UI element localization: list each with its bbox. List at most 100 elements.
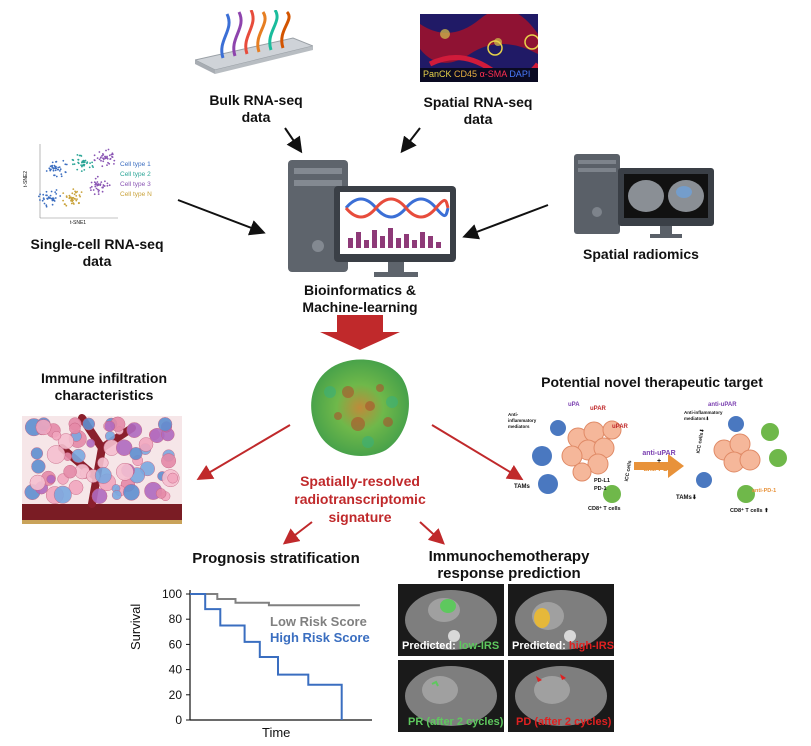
label-signature: Spatially-resolved radiotranscriptomic s… [294, 473, 426, 525]
tsne-dot [101, 154, 103, 157]
therapy-tams-after: TAMs⬇ [676, 495, 697, 501]
immune-cell [115, 439, 133, 456]
tsne-dot [100, 159, 102, 162]
km-ytick-label: 80 [169, 612, 183, 626]
tsne-dot [39, 199, 41, 201]
tsne-dot [75, 199, 78, 202]
tsne-dot [70, 199, 72, 202]
tsne-dot [53, 164, 56, 167]
therapy-drugs: anti-uPAR + anti-PD-1 [634, 450, 684, 474]
tsne-dot [80, 170, 83, 172]
tsne-dot [97, 191, 100, 193]
tumor-heatmap [311, 359, 409, 456]
tsne-plot: t-SNE1 t-SNE2 Cell type 1 Cell type 2 Ce… [23, 140, 178, 228]
tsne-dot [98, 151, 101, 153]
tsne-dot [89, 187, 92, 189]
tsne-dot [106, 157, 109, 160]
tsne-dot [51, 161, 54, 164]
tsne-dot [45, 194, 47, 197]
tsne-dot [71, 158, 74, 161]
tsne-legend: Cell type 1 Cell type 2 Cell type 3 Cell… [120, 160, 152, 200]
arrow-target [431, 424, 524, 481]
tsne-dot [49, 165, 52, 168]
tsne-dot [71, 192, 74, 195]
tsne-legend-1: Cell type 1 [120, 161, 151, 168]
tsne-dot [100, 181, 103, 183]
tsne-dot [55, 189, 58, 191]
arrow-bulk [284, 127, 303, 154]
tsne-dot [49, 194, 52, 197]
ct-scan-pr: PR (after 2 cycles) [398, 660, 504, 732]
tsne-dot [72, 188, 75, 190]
tsne-dot [45, 170, 48, 172]
arrow-prognosis [282, 521, 313, 545]
tsne-dot [106, 156, 108, 159]
immune-cell [51, 430, 62, 441]
tsne-dot [68, 197, 71, 200]
stain-legend: PanCK CD45 α-SMA DAPI [423, 69, 530, 80]
tsne-dot [96, 181, 99, 183]
arrow-radiomics [462, 204, 549, 240]
ct2-pred-value: high-IRS [568, 640, 614, 652]
immune-cell [46, 474, 56, 484]
immune-cell [35, 419, 52, 436]
ct1-pred-value: low-IRS [458, 640, 500, 652]
tsne-dot [81, 164, 84, 167]
tsne-dot [91, 161, 93, 164]
tsne-dot [69, 196, 72, 198]
tsne-dot [59, 195, 62, 197]
tsne-dot [55, 165, 57, 168]
tsne-dot [65, 163, 68, 166]
immune-cell [68, 480, 84, 495]
immune-cell [71, 448, 86, 463]
tsne-dot [70, 202, 73, 205]
ct-scan-high-irs: Predicted: high-IRS [508, 584, 614, 656]
big-down-arrow [320, 315, 400, 350]
km-series-low [190, 593, 360, 607]
therapy-pd1: PD-1 [594, 486, 607, 492]
therapy-plus: + [656, 458, 662, 465]
tsne-dot [54, 197, 57, 199]
arrow-spatial [400, 127, 421, 154]
tsne-dot [82, 161, 85, 164]
tsne-dot [86, 162, 88, 165]
ct1-pred: Predicted: low-IRS [402, 640, 499, 652]
tsne-dot [62, 159, 65, 162]
stain-cd45: CD45 [454, 69, 478, 79]
tsne-dot [58, 166, 61, 168]
tsne-dot [91, 165, 94, 167]
km-xlabel: Time [262, 725, 291, 740]
tsne-dot [99, 157, 102, 159]
km-ytick-label: 100 [162, 587, 182, 601]
tsne-dot [50, 190, 53, 193]
tsne-dot [55, 161, 57, 163]
tsne-dot [73, 163, 76, 165]
tsne-dot [77, 202, 80, 204]
tsne-dot [106, 184, 109, 187]
tsne-dot [96, 183, 98, 186]
tsne-dot [47, 196, 50, 199]
immune-cell [123, 483, 140, 501]
tsne-dot [46, 198, 49, 200]
radiomics-computer [574, 154, 714, 238]
tsne-dot [102, 158, 105, 161]
tsne-dot [107, 148, 110, 151]
tsne-dot [62, 192, 65, 194]
tsne-dot [93, 181, 96, 184]
tsne-dot [55, 175, 58, 178]
therapy-upar-2: uPAR [612, 424, 628, 430]
ct1-pred-label: Predicted: [402, 640, 456, 652]
label-prognosis: Prognosis stratification [192, 550, 360, 567]
tsne-dot [106, 182, 109, 185]
tsne-dot [78, 154, 81, 157]
immune-cell [104, 430, 116, 442]
spatial-rnaseq-image: PanCK CD45 α-SMA DAPI [420, 14, 538, 82]
tsne-dot [104, 155, 106, 158]
therapy-tams: TAMs [514, 484, 530, 490]
immune-cell [157, 417, 173, 432]
label-radiomics: Spatial radiomics [583, 246, 699, 262]
tsne-dot [64, 163, 67, 166]
ct-scan-low-irs: Predicted: low-IRS [398, 584, 504, 656]
tsne-dot [81, 161, 83, 164]
